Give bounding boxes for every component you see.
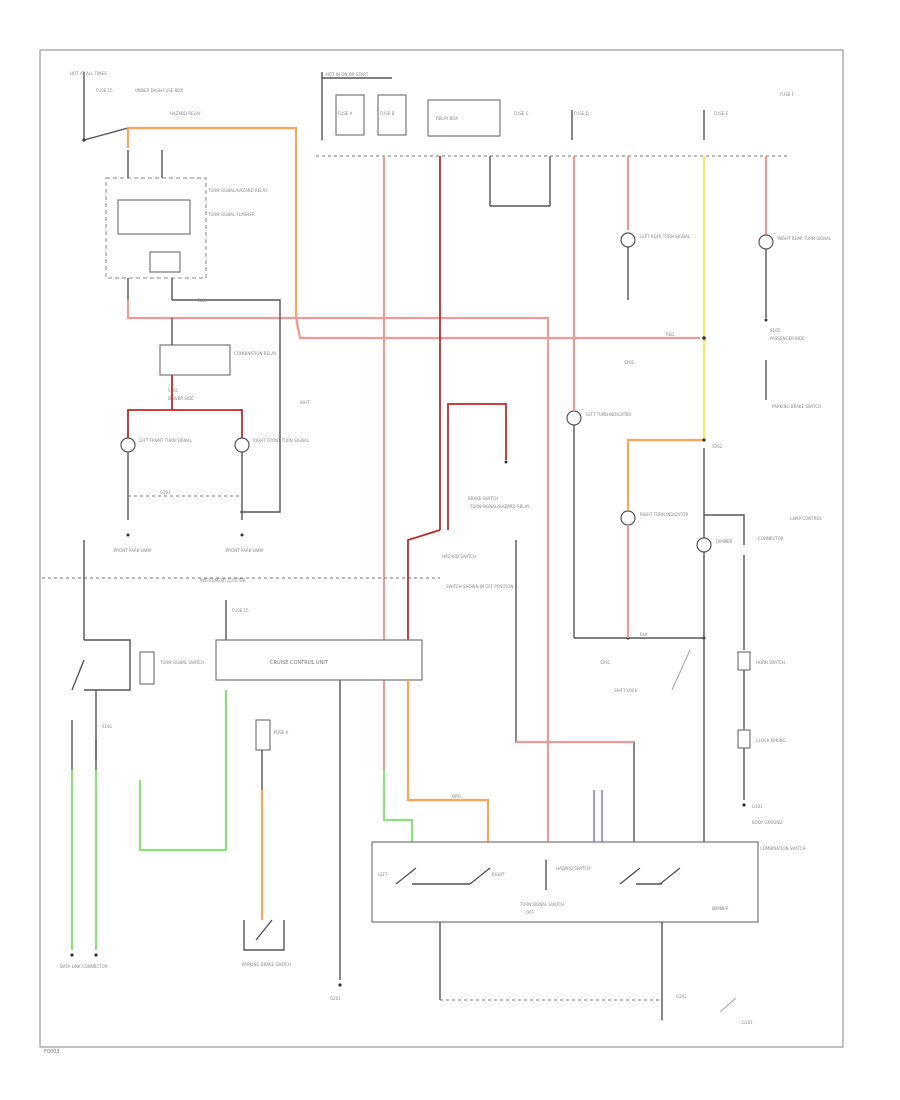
svg-text:ORG: ORG	[452, 794, 461, 799]
wire-green-switch	[382, 770, 414, 850]
svg-text:RIGHT: RIGHT	[492, 872, 505, 877]
svg-text:HORN SWITCH: HORN SWITCH	[756, 660, 785, 665]
svg-text:SWITCH SHOWN IN OFF POSITION: SWITCH SHOWN IN OFF POSITION	[446, 584, 513, 589]
dimmer-lamp: DIMMER	[696, 537, 733, 553]
svg-text:S201: S201	[600, 660, 611, 665]
svg-text:FUSE F: FUSE F	[780, 92, 795, 97]
left-indicator-lamp: LEFT TURN INDICATOR	[566, 410, 631, 426]
svg-text:FRONT PARK LAMP: FRONT PARK LAMP	[114, 548, 152, 553]
svg-text:TURN SIGNAL/HAZARD RELAY: TURN SIGNAL/HAZARD RELAY	[469, 504, 530, 509]
svg-text:FUSE C: FUSE C	[514, 111, 529, 116]
turn-relay-box	[105, 177, 207, 279]
diagram-frame	[39, 49, 844, 1048]
wire-red-cross	[294, 315, 700, 340]
instrument-cluster	[215, 639, 423, 681]
wire-red-main	[126, 300, 550, 852]
svg-text:HOT AT ALL TIMES: HOT AT ALL TIMES	[70, 71, 107, 76]
svg-text:LEFT FRONT TURN SIGNAL: LEFT FRONT TURN SIGNAL	[139, 438, 193, 443]
svg-text:LEFT REAR TURN SIGNAL: LEFT REAR TURN SIGNAL	[640, 234, 691, 239]
svg-text:DRIVER SIDE: DRIVER SIDE	[168, 396, 194, 401]
svg-text:HOT IN ON OR START: HOT IN ON OR START	[326, 72, 369, 77]
svg-text:CRUISE CONTROL UNIT: CRUISE CONTROL UNIT	[270, 660, 329, 666]
wire-orange-switch	[406, 680, 490, 850]
svg-text:TURN SIGNAL FLASHER: TURN SIGNAL FLASHER	[207, 212, 255, 217]
svg-text:UNDER DASH FUSE BOX: UNDER DASH FUSE BOX	[135, 88, 183, 93]
wire-darkred-hazard	[447, 403, 507, 530]
svg-text:G101: G101	[742, 1020, 753, 1025]
svg-text:CLOCK SPRING: CLOCK SPRING	[756, 738, 786, 743]
svg-text:INSTRUMENT CLUSTER: INSTRUMENT CLUSTER	[200, 578, 246, 583]
svg-text:WHT: WHT	[300, 400, 310, 405]
svg-text:HAZARD SWITCH: HAZARD SWITCH	[442, 554, 476, 559]
wire-darkred-lamps	[127, 375, 173, 440]
wire-orange-right	[626, 438, 704, 510]
svg-text:FUSE A: FUSE A	[274, 730, 289, 735]
svg-text:RIGHT REAR TURN SIGNAL: RIGHT REAR TURN SIGNAL	[778, 236, 832, 241]
svg-text:RIGHT TURN INDICATOR: RIGHT TURN INDICATOR	[640, 512, 688, 517]
lr-turn-lamp: LEFT REAR TURN SIGNAL	[620, 232, 691, 248]
svg-text:FUSE A: FUSE A	[338, 111, 353, 116]
svg-text:G201: G201	[160, 490, 171, 495]
svg-text:CONNECTOR: CONNECTOR	[758, 536, 784, 541]
svg-text:BRAKE SWITCH: BRAKE SWITCH	[468, 496, 498, 501]
svg-text:LEFT TURN INDICATOR: LEFT TURN INDICATOR	[586, 412, 631, 417]
lf-turn-lamp: LEFT FRONT TURN SIGNAL	[120, 437, 193, 453]
footer-code: F0003	[44, 1049, 60, 1055]
svg-text:FUSE 15: FUSE 15	[232, 608, 249, 613]
top-left-power: HOT AT ALL TIMES FUSE 15 UNDER DASH FUSE…	[70, 71, 201, 142]
svg-text:S102: S102	[770, 328, 781, 333]
svg-text:S202: S202	[712, 444, 723, 449]
svg-text:OFF: OFF	[526, 910, 534, 915]
wire-green-loop	[138, 690, 228, 852]
hazard-switch: HAZARD SWITCH DIMMER	[545, 860, 729, 911]
svg-text:S201: S201	[624, 360, 635, 365]
svg-text:COMBINATION RELAY: COMBINATION RELAY	[234, 351, 277, 356]
svg-text:G101: G101	[752, 804, 763, 809]
svg-text:BODY GROUND: BODY GROUND	[752, 820, 782, 825]
svg-text:TURN SIGNAL/HAZARD RELAY: TURN SIGNAL/HAZARD RELAY	[207, 188, 268, 193]
svg-text:DATA LINK CONNECTOR: DATA LINK CONNECTOR	[60, 964, 108, 969]
rf-turn-lamp: RIGHT FRONT TURN SIGNAL	[234, 437, 310, 453]
svg-text:LAMP CONTROL: LAMP CONTROL	[790, 516, 822, 521]
svg-text:HAZARD RELAY: HAZARD RELAY	[170, 111, 201, 116]
svg-text:DIMMER: DIMMER	[716, 539, 733, 544]
right-indicator-lamp: RIGHT TURN INDICATOR	[620, 510, 688, 526]
svg-text:LEFT: LEFT	[378, 872, 388, 877]
combination-switch	[371, 841, 759, 923]
svg-text:RED: RED	[666, 332, 674, 337]
svg-text:FRONT PARK LAMP: FRONT PARK LAMP	[226, 548, 264, 553]
svg-text:S101: S101	[102, 724, 113, 729]
svg-text:FUSE D: FUSE D	[574, 111, 589, 116]
svg-text:FUSE B: FUSE B	[380, 111, 395, 116]
svg-text:TURN SIGNAL SWITCH: TURN SIGNAL SWITCH	[159, 660, 204, 665]
svg-text:BLK: BLK	[640, 632, 648, 637]
top-right-power: HOT IN ON OR START FUSE A FUSE B RELAY B…	[316, 72, 795, 157]
svg-text:PASSENGER SIDE: PASSENGER SIDE	[770, 336, 805, 341]
svg-text:TURN SIGNAL SWITCH: TURN SIGNAL SWITCH	[519, 902, 564, 907]
svg-text:RELAY BOX: RELAY BOX	[436, 116, 458, 121]
svg-text:G201: G201	[330, 996, 341, 1001]
svg-text:COMBINATION SWITCH: COMBINATION SWITCH	[760, 846, 805, 851]
svg-text:BLK: BLK	[198, 298, 206, 303]
turn-signal-switch: LEFT RIGHT TURN SIGNAL SWITCH OFF	[378, 867, 564, 915]
svg-text:FUSE E: FUSE E	[714, 111, 729, 116]
turn-relay-inner	[117, 199, 191, 235]
svg-text:G201: G201	[676, 994, 687, 999]
svg-text:PARKING BRAKE SWITCH: PARKING BRAKE SWITCH	[242, 962, 291, 967]
svg-text:SHIFT LOCK: SHIFT LOCK	[614, 688, 638, 693]
svg-text:HAZARD SWITCH: HAZARD SWITCH	[556, 866, 590, 871]
svg-text:RIGHT FRONT TURN SIGNAL: RIGHT FRONT TURN SIGNAL	[253, 438, 310, 443]
svg-text:PARKING BRAKE SWITCH: PARKING BRAKE SWITCH	[772, 404, 821, 409]
svg-text:S101: S101	[168, 388, 179, 393]
svg-text:DIMMER: DIMMER	[712, 906, 729, 911]
svg-text:FUSE 15: FUSE 15	[96, 88, 113, 93]
rr-turn-lamp: RIGHT REAR TURN SIGNAL	[758, 234, 832, 250]
combination-relay	[159, 344, 231, 376]
